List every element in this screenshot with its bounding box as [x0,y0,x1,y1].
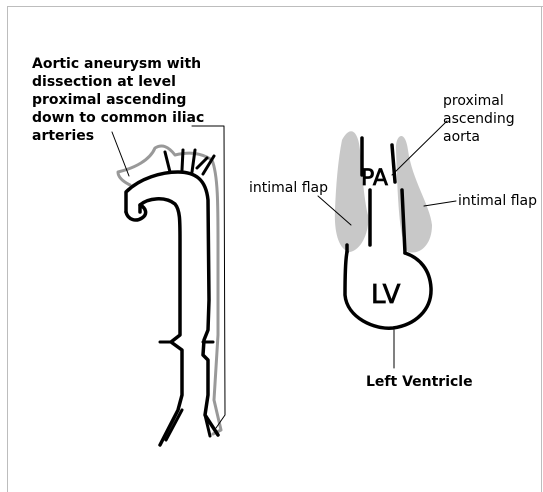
proximal-aorta-label-line: ascending [443,110,515,128]
proximal-aorta-label: proximal ascending aorta [443,92,515,146]
brachiocephalic-branch [165,152,170,172]
aorta-caption-line: dissection at level [32,73,204,91]
intimal-flap-right-leader [424,201,456,206]
pa-mark: PA [361,166,388,191]
left-ventricle-label: Left Ventricle [366,373,473,391]
aortic-root-curl [126,205,146,220]
aorta-inner-wall [140,199,182,445]
carotid-branch [182,150,183,170]
aorta-caption-line: arteries [32,127,204,145]
intimal-flap-left-label: intimal flap [249,179,328,197]
aorta-caption: Aortic aneurysm with dissection at level… [32,55,204,145]
aorta-right-wall [392,145,395,182]
aorta-caption-line: proximal ascending [32,91,204,109]
aorta-sketch [112,126,225,445]
arch-branch-extra [197,158,207,168]
aorta-caption-line: down to common iliac [32,109,204,127]
lv-mark: LV [371,280,401,310]
intimal-flap-right-label: intimal flap [458,192,537,210]
heart-sketch [318,121,456,368]
proximal-aorta-label-line: aorta [443,128,515,146]
aorta-caption-line: Aortic aneurysm with [32,55,204,73]
proximal-aorta-label-line: proximal [443,92,515,110]
